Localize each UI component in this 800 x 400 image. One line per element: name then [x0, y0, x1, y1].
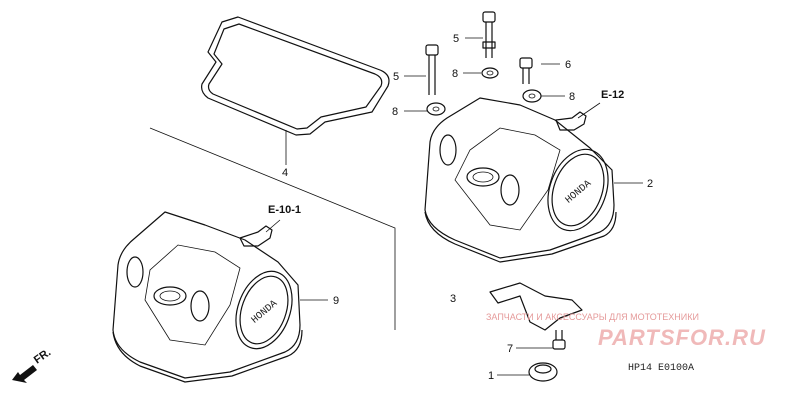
valve-cover-part-9: HONDA: [112, 211, 303, 383]
callout-8-right: 8: [569, 91, 575, 103]
diagram-code: HP14 E0100A: [628, 363, 694, 374]
callout-9: 9: [333, 295, 339, 307]
cover-logo-upper: HONDA: [564, 179, 594, 207]
washer-part-8-upper: [481, 67, 499, 79]
callout-2: 2: [647, 178, 653, 190]
callout-4: 4: [282, 167, 288, 179]
callout-1: 1: [488, 370, 494, 382]
callout-5-lower: 5: [393, 71, 399, 83]
seal-part-1: [528, 362, 558, 382]
reference-e-10-1: E-10-1: [268, 204, 301, 216]
washer-part-8-lower: [426, 102, 446, 116]
watermark-main: PARTSFOR.RU: [598, 325, 766, 350]
divider-line: [149, 127, 396, 330]
bolt-part-5-upper: [482, 11, 496, 58]
bolt-part-5-lower: [425, 44, 439, 95]
callout-8-lower: 8: [392, 106, 398, 118]
bolt-part-7: [552, 330, 566, 350]
bolt-part-6: [519, 57, 533, 84]
bracket-part-3: [489, 282, 583, 331]
valve-cover-part-2: HONDA: [424, 97, 617, 263]
leader-lines: [285, 37, 643, 376]
callout-7: 7: [507, 343, 513, 355]
front-direction-arrow: [12, 365, 37, 383]
callout-3: 3: [450, 293, 456, 305]
callout-5-upper: 5: [453, 33, 459, 45]
watermark-subtitle: ЗАПЧАСТИ И АКСЕССУАРЫ ДЛЯ МОТОТЕХНИКИ: [486, 312, 699, 322]
reference-e-12: E-12: [601, 89, 624, 101]
gasket-part-4: [201, 16, 390, 136]
washer-part-8-right: [522, 89, 542, 103]
callout-8-upper: 8: [452, 68, 458, 80]
callout-6: 6: [565, 59, 571, 71]
cover-logo-lower: HONDA: [250, 299, 280, 327]
front-direction-label: FR.: [32, 346, 53, 366]
